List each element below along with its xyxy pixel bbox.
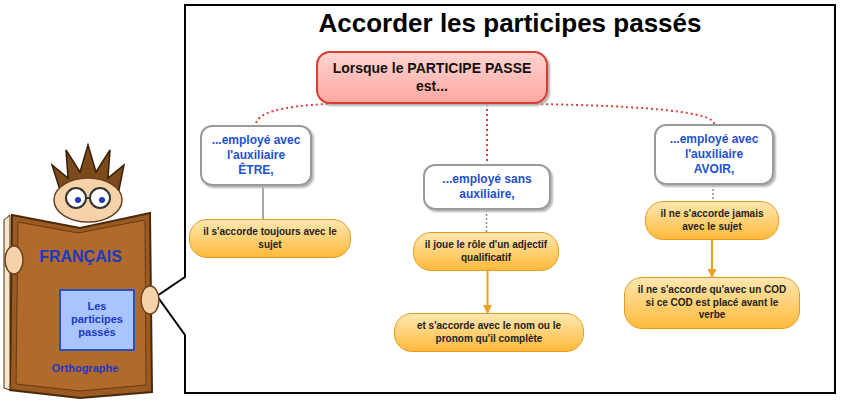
- branch-box: ...employé avec l'auxiliaire AVOIR,: [654, 124, 774, 185]
- diagram-title: Accorder les participes passés: [190, 8, 830, 39]
- connector: [262, 186, 264, 219]
- root-box: Lorsque le PARTICIPE PASSE est...: [316, 51, 548, 104]
- book-label: Les participes passés: [62, 300, 132, 340]
- rule-box: il ne s'accorde qu'avec un COD si ce COD…: [624, 277, 800, 329]
- box-text: ...employé sans auxiliaire,: [433, 172, 541, 202]
- cartoon-character: [4, 145, 159, 398]
- branch-box: ...employé avec l'auxiliaire ÊTRE,: [200, 125, 312, 186]
- connector: [487, 271, 489, 313]
- box-text: il ne s'accorde jamais avec le sujet: [656, 208, 768, 233]
- connector: [536, 104, 714, 124]
- rule-box: et s'accorde avec le nom ou le pronom qu…: [394, 313, 584, 352]
- connector: [256, 104, 328, 125]
- box-text: Lorsque le PARTICIPE PASSE est...: [328, 60, 536, 95]
- connector: [486, 210, 488, 232]
- box-text: il ne s'accorde qu'avec un COD si ce COD…: [635, 284, 789, 322]
- box-text: et s'accorde avec le nom ou le pronom qu…: [405, 320, 573, 345]
- rule-box: il ne s'accorde jamais avec le sujet: [645, 201, 779, 240]
- speech-frame: [157, 5, 835, 393]
- book-subject: Orthographe: [30, 362, 140, 375]
- box-text: il joue le rôle d'un adjectif qualificat…: [424, 239, 548, 264]
- connector: [486, 104, 488, 164]
- branch-box: ...employé sans auxiliaire,: [423, 164, 551, 210]
- box-text: il s'accorde toujours avec le sujet: [200, 226, 340, 251]
- rule-box: il joue le rôle d'un adjectif qualificat…: [413, 232, 559, 271]
- box-text: ...employé avec l'auxiliaire ÊTRE,: [210, 133, 302, 178]
- box-text: ...employé avec l'auxiliaire AVOIR,: [664, 132, 764, 177]
- connector: [712, 185, 714, 201]
- connector: [711, 240, 713, 277]
- rule-box: il s'accorde toujours avec le sujet: [189, 219, 351, 258]
- book-title: FRANÇAIS: [18, 247, 143, 266]
